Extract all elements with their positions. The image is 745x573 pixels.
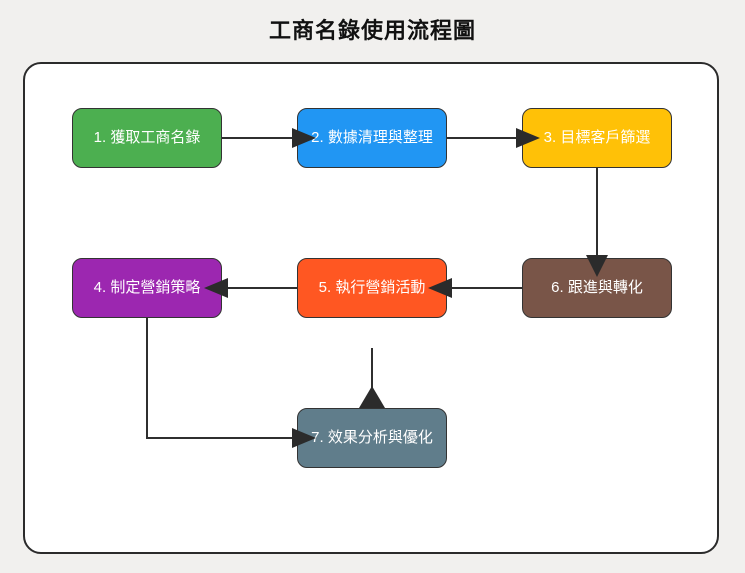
diagram-title: 工商名錄使用流程圖 xyxy=(268,18,476,43)
node-data-cleaning: 2. 數據清理與整理 xyxy=(297,108,447,168)
node-acquire-directory: 1. 獲取工商名錄 xyxy=(72,108,222,168)
node-analysis-optimization: 7. 效果分析與優化 xyxy=(297,408,447,468)
node-marketing-strategy: 4. 制定營銷策略 xyxy=(72,258,222,318)
node-marketing-campaign: 5. 執行營銷活動 xyxy=(297,258,447,318)
node-target-customer-filter: 3. 目標客戶篩選 xyxy=(522,108,672,168)
node-follow-up-conversion: 6. 跟進與轉化 xyxy=(522,258,672,318)
